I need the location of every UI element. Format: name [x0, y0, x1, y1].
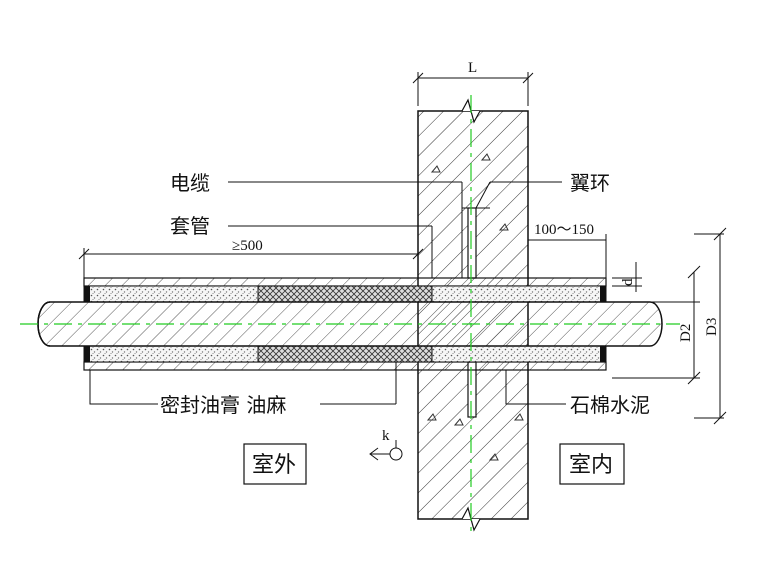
- dim-extension: [78, 248, 424, 278]
- outdoor-box: [243, 443, 307, 485]
- dim-wall-thickness: [412, 72, 534, 106]
- asbestos-cement-label: 石棉水泥: [570, 393, 650, 417]
- dim-d-label: d: [620, 278, 636, 286]
- indoor-box: [559, 443, 625, 485]
- leader-lines: [89, 181, 566, 405]
- sleeve-label: 套管: [170, 214, 210, 238]
- sealant-label: 密封油膏 油麻: [160, 393, 286, 417]
- annular-filling: [83, 285, 607, 363]
- dim-d2-label: D2: [678, 324, 694, 342]
- indoor-label: 室内: [569, 453, 613, 478]
- cable-label: 电缆: [170, 171, 210, 195]
- k-symbol: [369, 440, 403, 461]
- dim-d3-label: D3: [704, 318, 720, 336]
- k-label: k: [382, 428, 390, 444]
- dim-wing-projection-label: 100～150: [534, 222, 594, 238]
- dim-wall-thickness-label: L: [468, 60, 477, 76]
- outdoor-label: 室外: [252, 453, 296, 478]
- dim-extension-label: ≥500: [232, 238, 263, 254]
- centerlines: [20, 95, 680, 535]
- dim-wing-projection: [528, 234, 607, 278]
- wing-ring-label: 翼环: [570, 171, 610, 195]
- dim-diameters: [612, 227, 727, 425]
